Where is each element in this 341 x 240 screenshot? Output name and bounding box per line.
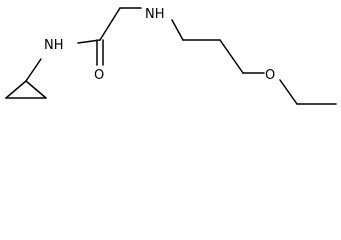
chemical-structure-diagram: NH O NH O bbox=[5, 7, 337, 105]
atom-carbonyl-o: O bbox=[94, 68, 104, 83]
bond-ring-to-amide-n bbox=[25, 58, 42, 82]
bond-amine-n-to-propyl bbox=[171, 19, 184, 41]
ethyl-bond-1 bbox=[279, 79, 298, 105]
atom-amine-nh: NH bbox=[145, 7, 165, 22]
ethyl-group bbox=[279, 79, 337, 105]
propyl-bond-2 bbox=[219, 39, 244, 74]
ring-bond-left bbox=[5, 80, 27, 99]
atom-ether-o: O bbox=[265, 68, 275, 83]
cyclopropyl-ring bbox=[5, 80, 47, 99]
bond-carbonyl-c-to-ch2 bbox=[99, 7, 121, 41]
propyl-chain bbox=[182, 39, 244, 74]
ring-bond-right bbox=[25, 80, 47, 99]
atom-amide-nh: NH bbox=[44, 38, 64, 53]
